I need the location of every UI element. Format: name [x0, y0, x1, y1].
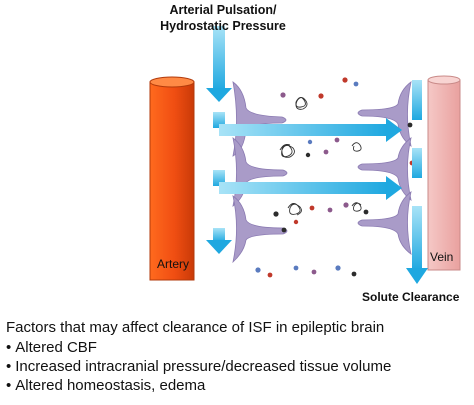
factors-heading: Factors that may affect clearance of ISF…: [6, 319, 385, 336]
solute-clearance-label: Solute Clearance: [362, 290, 460, 304]
factors-section: Factors that may affect clearance of ISF…: [6, 318, 471, 395]
factor-item: Increased intracranial pressure/decrease…: [6, 357, 471, 376]
astrocyte-endfeet-left: [232, 81, 288, 264]
artery-label: Artery: [157, 257, 190, 271]
factor-item: Altered homeostasis, edema: [6, 376, 471, 395]
vein: [427, 75, 461, 271]
artery: [149, 76, 195, 281]
solute-clusters: [279, 97, 362, 216]
solute-particles: [255, 77, 422, 278]
astrocyte-endfeet-right: [357, 81, 412, 255]
diagram: [149, 26, 461, 284]
factors-list: Altered CBF Increased intracranial press…: [6, 338, 471, 395]
factor-item: Altered CBF: [6, 338, 471, 357]
flow-arrows: [206, 26, 428, 284]
vein-label: Vein: [430, 250, 454, 264]
arterial-pulsation-label: Arterial Pulsation/ Hydrostatic Pressure: [160, 3, 286, 33]
